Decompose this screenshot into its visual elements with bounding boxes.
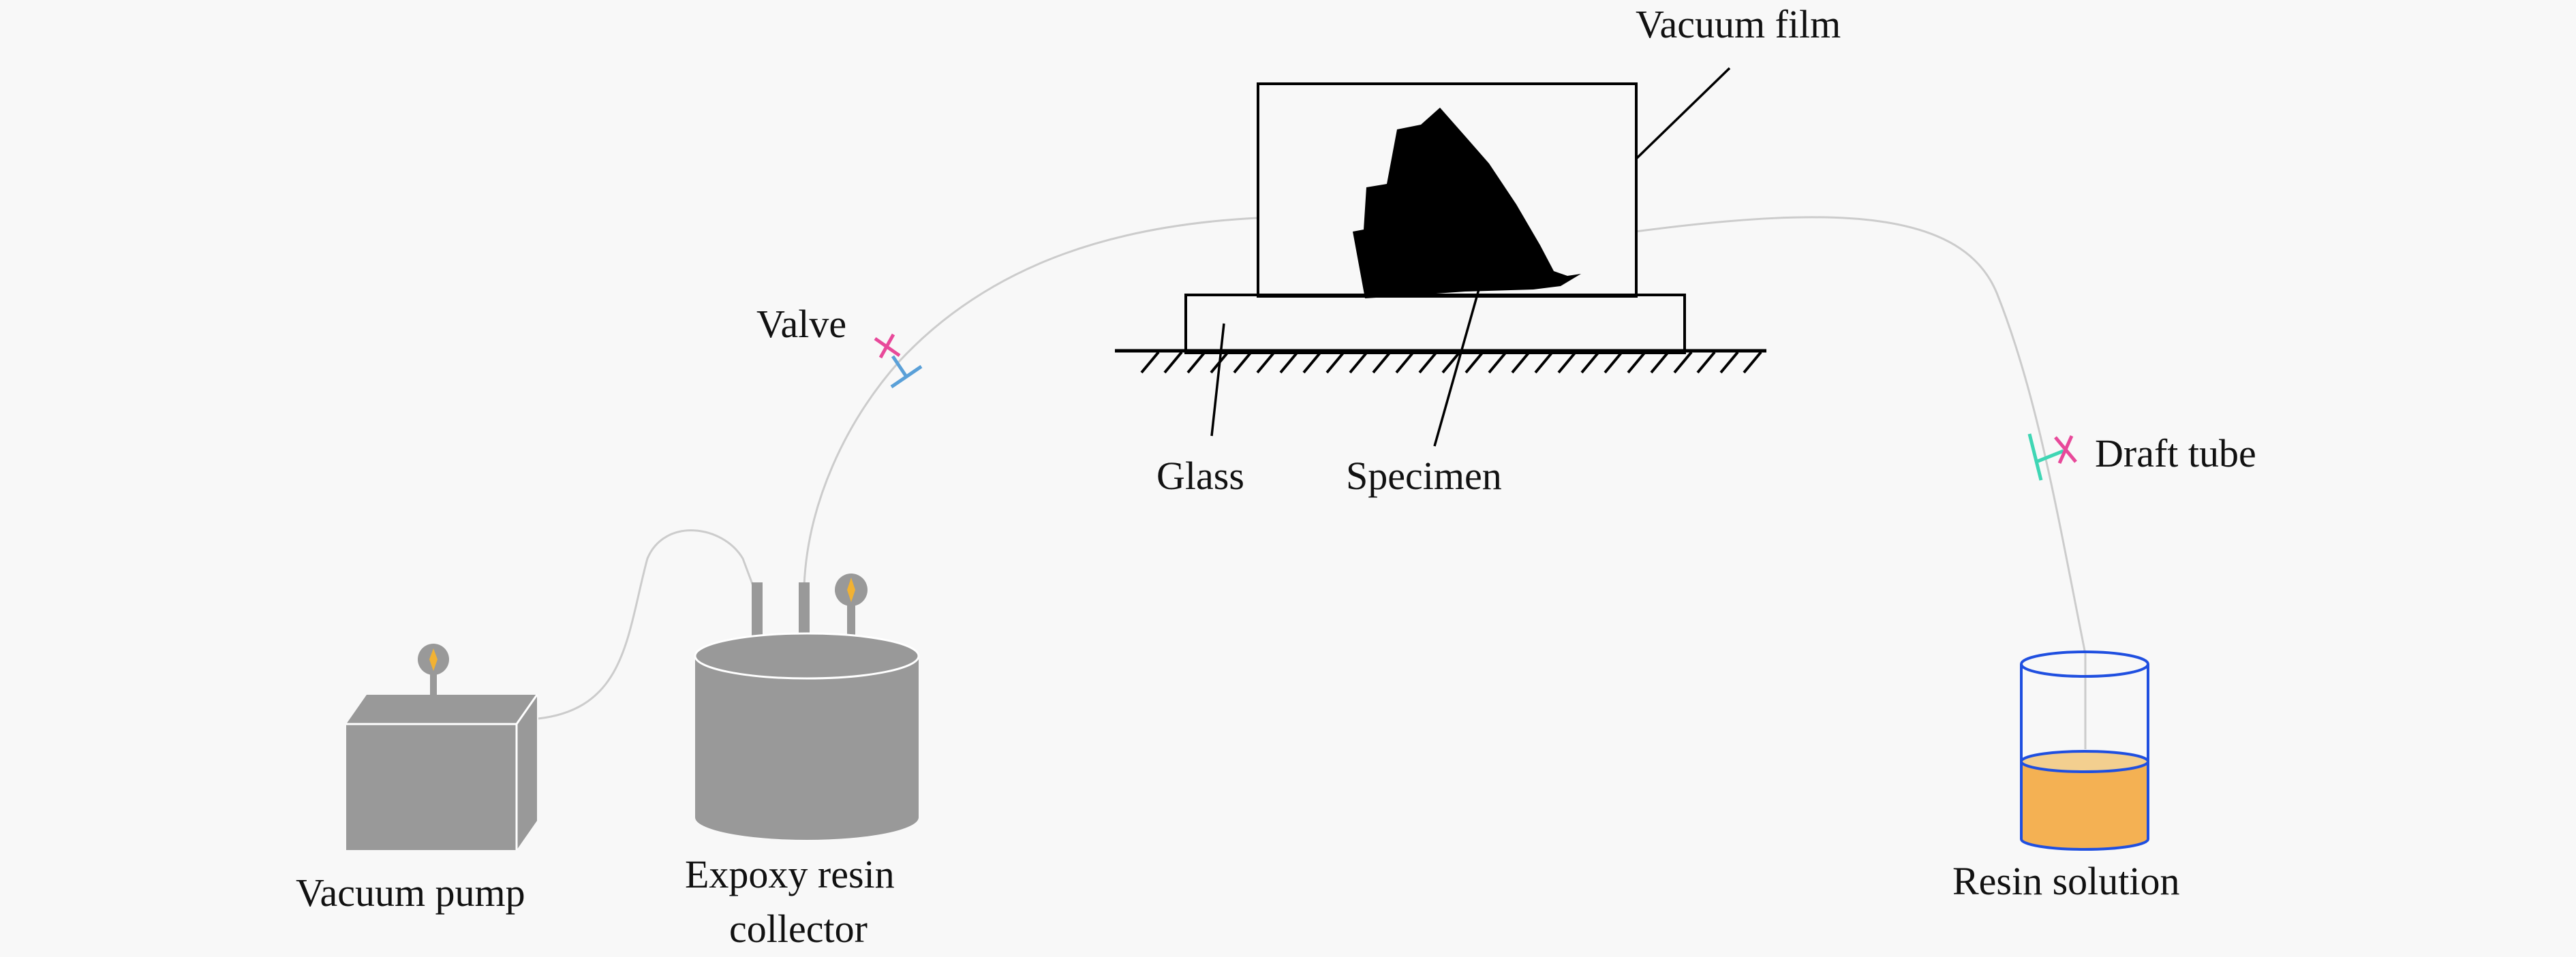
pump-gauge-stem	[430, 670, 437, 697]
collector-gauge-stem	[847, 601, 855, 640]
resin-surface	[2020, 750, 2149, 773]
label-vacuum-pump: Vacuum pump	[296, 870, 525, 915]
collector-body	[695, 657, 919, 840]
tubing	[538, 216, 2087, 749]
resin-beaker	[2020, 650, 2149, 851]
collector-gauge-needle	[847, 578, 855, 602]
label-collector-line2: collector	[729, 907, 868, 951]
resin-liquid	[2021, 762, 2148, 849]
label-vacuum-film: Vacuum film	[1636, 2, 1841, 46]
leader-vacuum-film	[1635, 67, 1731, 160]
tube-collector-to-film	[803, 217, 1258, 586]
collector-pipe-left	[752, 582, 763, 640]
draft-tube-body	[2027, 433, 2043, 481]
draft-tube-stem	[2036, 449, 2064, 464]
pump-top-face	[346, 695, 537, 724]
label-valve: Valve	[756, 302, 846, 346]
valve-stem	[891, 355, 908, 378]
vacuum-pump	[346, 644, 538, 850]
label-collector-line1: Expoxy resin	[685, 852, 895, 896]
tube-film-to-resin	[1635, 216, 2087, 749]
tube-pump-to-collector	[538, 529, 754, 720]
pump-gauge-needle	[429, 648, 438, 671]
beaker-walls	[2020, 664, 2149, 851]
valve-handle-b	[878, 333, 895, 359]
ground-hatching	[1140, 351, 1762, 374]
leader-glass	[1210, 323, 1225, 437]
specimen	[1353, 108, 1581, 298]
draft-tube-handle-b	[2057, 435, 2074, 465]
vacuum-bag-setup	[1115, 82, 1766, 374]
glass-plate	[1184, 294, 1686, 354]
pump-side-face	[517, 695, 537, 850]
leader-specimen	[1433, 289, 1480, 447]
label-glass: Glass	[1156, 454, 1244, 498]
pump-front-face	[346, 724, 517, 850]
valve-icon	[874, 333, 923, 389]
leader-lines	[1210, 67, 1731, 447]
pump-edge-lines	[346, 694, 538, 850]
label-resin-solution: Resin solution	[1952, 859, 2180, 903]
draft-tube-icon	[2027, 433, 2077, 481]
label-specimen: Specimen	[1346, 454, 1502, 498]
epoxy-resin-collector	[694, 574, 920, 840]
label-draft-tube: Draft tube	[2095, 431, 2256, 475]
collector-pipe-right	[799, 582, 810, 640]
collector-lid	[694, 632, 920, 680]
